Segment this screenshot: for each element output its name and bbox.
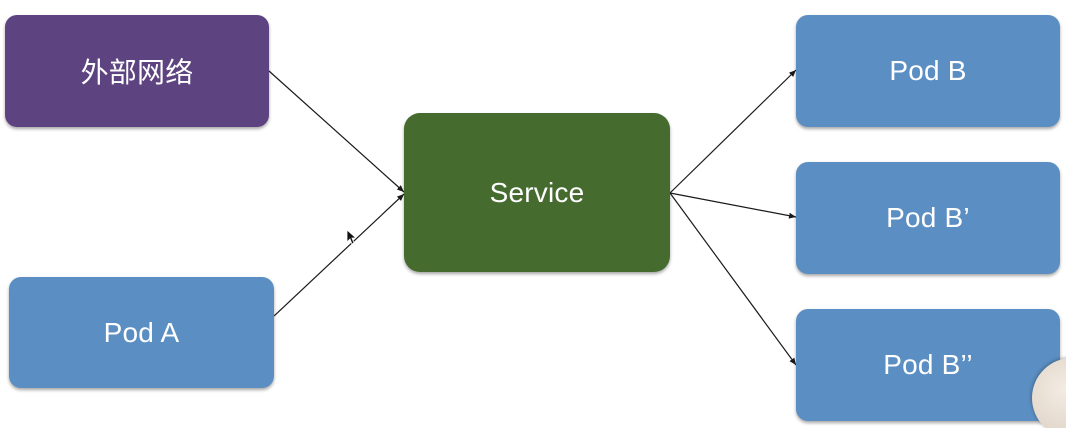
pod-a-label: Pod A: [103, 316, 180, 348]
pod-b-label: Pod B: [889, 55, 967, 86]
pod-b-prime-label: Pod B’: [886, 202, 970, 233]
service-node: Service: [404, 113, 670, 272]
pod-b-node: Pod B: [796, 15, 1060, 127]
arrow-pod-a-to-service: [273, 193, 405, 317]
external-network-label: 外部网络: [80, 56, 194, 89]
arrow-service-to-pod-b: [669, 69, 797, 194]
pod-b-double-prime-node: Pod B’’: [796, 309, 1060, 421]
pod-b-double-prime-label: Pod B’’: [883, 349, 973, 380]
pod-b-prime-node: Pod B’: [796, 162, 1060, 274]
mouse-pointer-icon: [346, 229, 356, 245]
service-label: Service: [489, 176, 585, 208]
arrow-service-to-pod-b-prime: [669, 192, 797, 219]
arrow-external-to-service: [268, 70, 405, 193]
pod-a-node: Pod A: [9, 277, 274, 388]
external-network-node: 外部网络: [5, 15, 269, 127]
arrow-service-to-pod-b-double-prime: [669, 192, 797, 366]
